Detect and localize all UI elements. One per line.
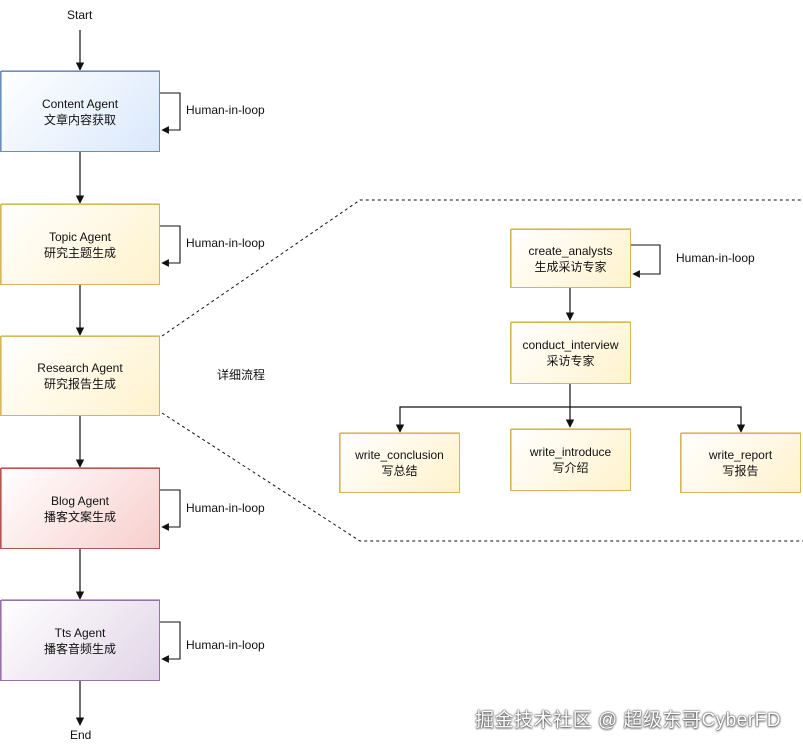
research-agent-desc: 研究报告生成 — [43, 377, 116, 391]
blog-agent-desc: 播客文案生成 — [43, 509, 116, 524]
blog-agent-name: Blog Agent — [50, 493, 110, 508]
tts-agent-desc: 播客音频生成 — [43, 641, 116, 656]
tts-agent-node[interactable]: Tts Agent 播客音频生成 — [0, 600, 160, 681]
write-conclusion-name: write_conclusion — [355, 448, 444, 462]
write-report-node[interactable]: write_report 写报告 — [680, 433, 801, 493]
detail-flow-label: 详细流程 — [217, 368, 266, 382]
arrow-interview-to-report — [570, 406, 746, 433]
create-analysts-name: create_analysts — [528, 243, 613, 258]
write-introduce-name: write_introduce — [529, 445, 612, 459]
write-introduce-node[interactable]: write_introduce 写介绍 — [510, 429, 631, 491]
start-label: Start — [67, 8, 93, 22]
loop-content — [160, 92, 181, 134]
create-analysts-node[interactable]: create_analysts 生成采访专家 — [510, 229, 631, 288]
watermark: 掘金技术社区 @ 超级东哥CyberFD — [475, 710, 781, 731]
human-in-loop-label-create-analysts: Human-in-loop — [676, 251, 755, 265]
topic-agent-name: Topic Agent — [48, 229, 112, 244]
loop-create-analysts — [631, 244, 661, 278]
topic-agent-node[interactable]: Topic Agent 研究主题生成 — [0, 204, 160, 285]
research-agent-node[interactable]: Research Agent 研究报告生成 — [0, 336, 160, 416]
create-analysts-desc: 生成采访专家 — [534, 259, 607, 274]
research-agent-name: Research Agent — [37, 361, 123, 375]
tts-agent-name: Tts Agent — [54, 625, 106, 640]
human-in-loop-label-tts: Human-in-loop — [186, 638, 265, 652]
loop-topic — [160, 225, 181, 267]
human-in-loop-label-blog: Human-in-loop — [186, 501, 265, 515]
write-report-name: write_report — [708, 448, 773, 462]
human-in-loop-label-content: Human-in-loop — [186, 103, 265, 117]
write-conclusion-desc: 写总结 — [381, 464, 418, 478]
conduct-interview-desc: 采访专家 — [546, 354, 595, 368]
end-label: End — [70, 728, 92, 742]
conduct-interview-node[interactable]: conduct_interview 采访专家 — [510, 322, 631, 384]
blog-agent-node[interactable]: Blog Agent 播客文案生成 — [0, 468, 160, 549]
content-agent-desc: 文章内容获取 — [43, 112, 116, 127]
loop-tts — [160, 621, 181, 663]
topic-agent-desc: 研究主题生成 — [43, 245, 116, 260]
content-agent-name: Content Agent — [41, 96, 119, 111]
write-conclusion-node[interactable]: write_conclusion 写总结 — [339, 433, 460, 493]
detail-expansion-outline — [161, 199, 803, 542]
write-introduce-desc: 写介绍 — [552, 461, 589, 475]
content-agent-node[interactable]: Content Agent 文章内容获取 — [0, 71, 160, 152]
conduct-interview-name: conduct_interview — [522, 338, 619, 352]
arrow-interview-to-conclusion — [395, 406, 570, 433]
write-report-desc: 写报告 — [722, 464, 759, 478]
human-in-loop-label-topic: Human-in-loop — [186, 236, 265, 250]
loop-blog — [160, 489, 181, 531]
